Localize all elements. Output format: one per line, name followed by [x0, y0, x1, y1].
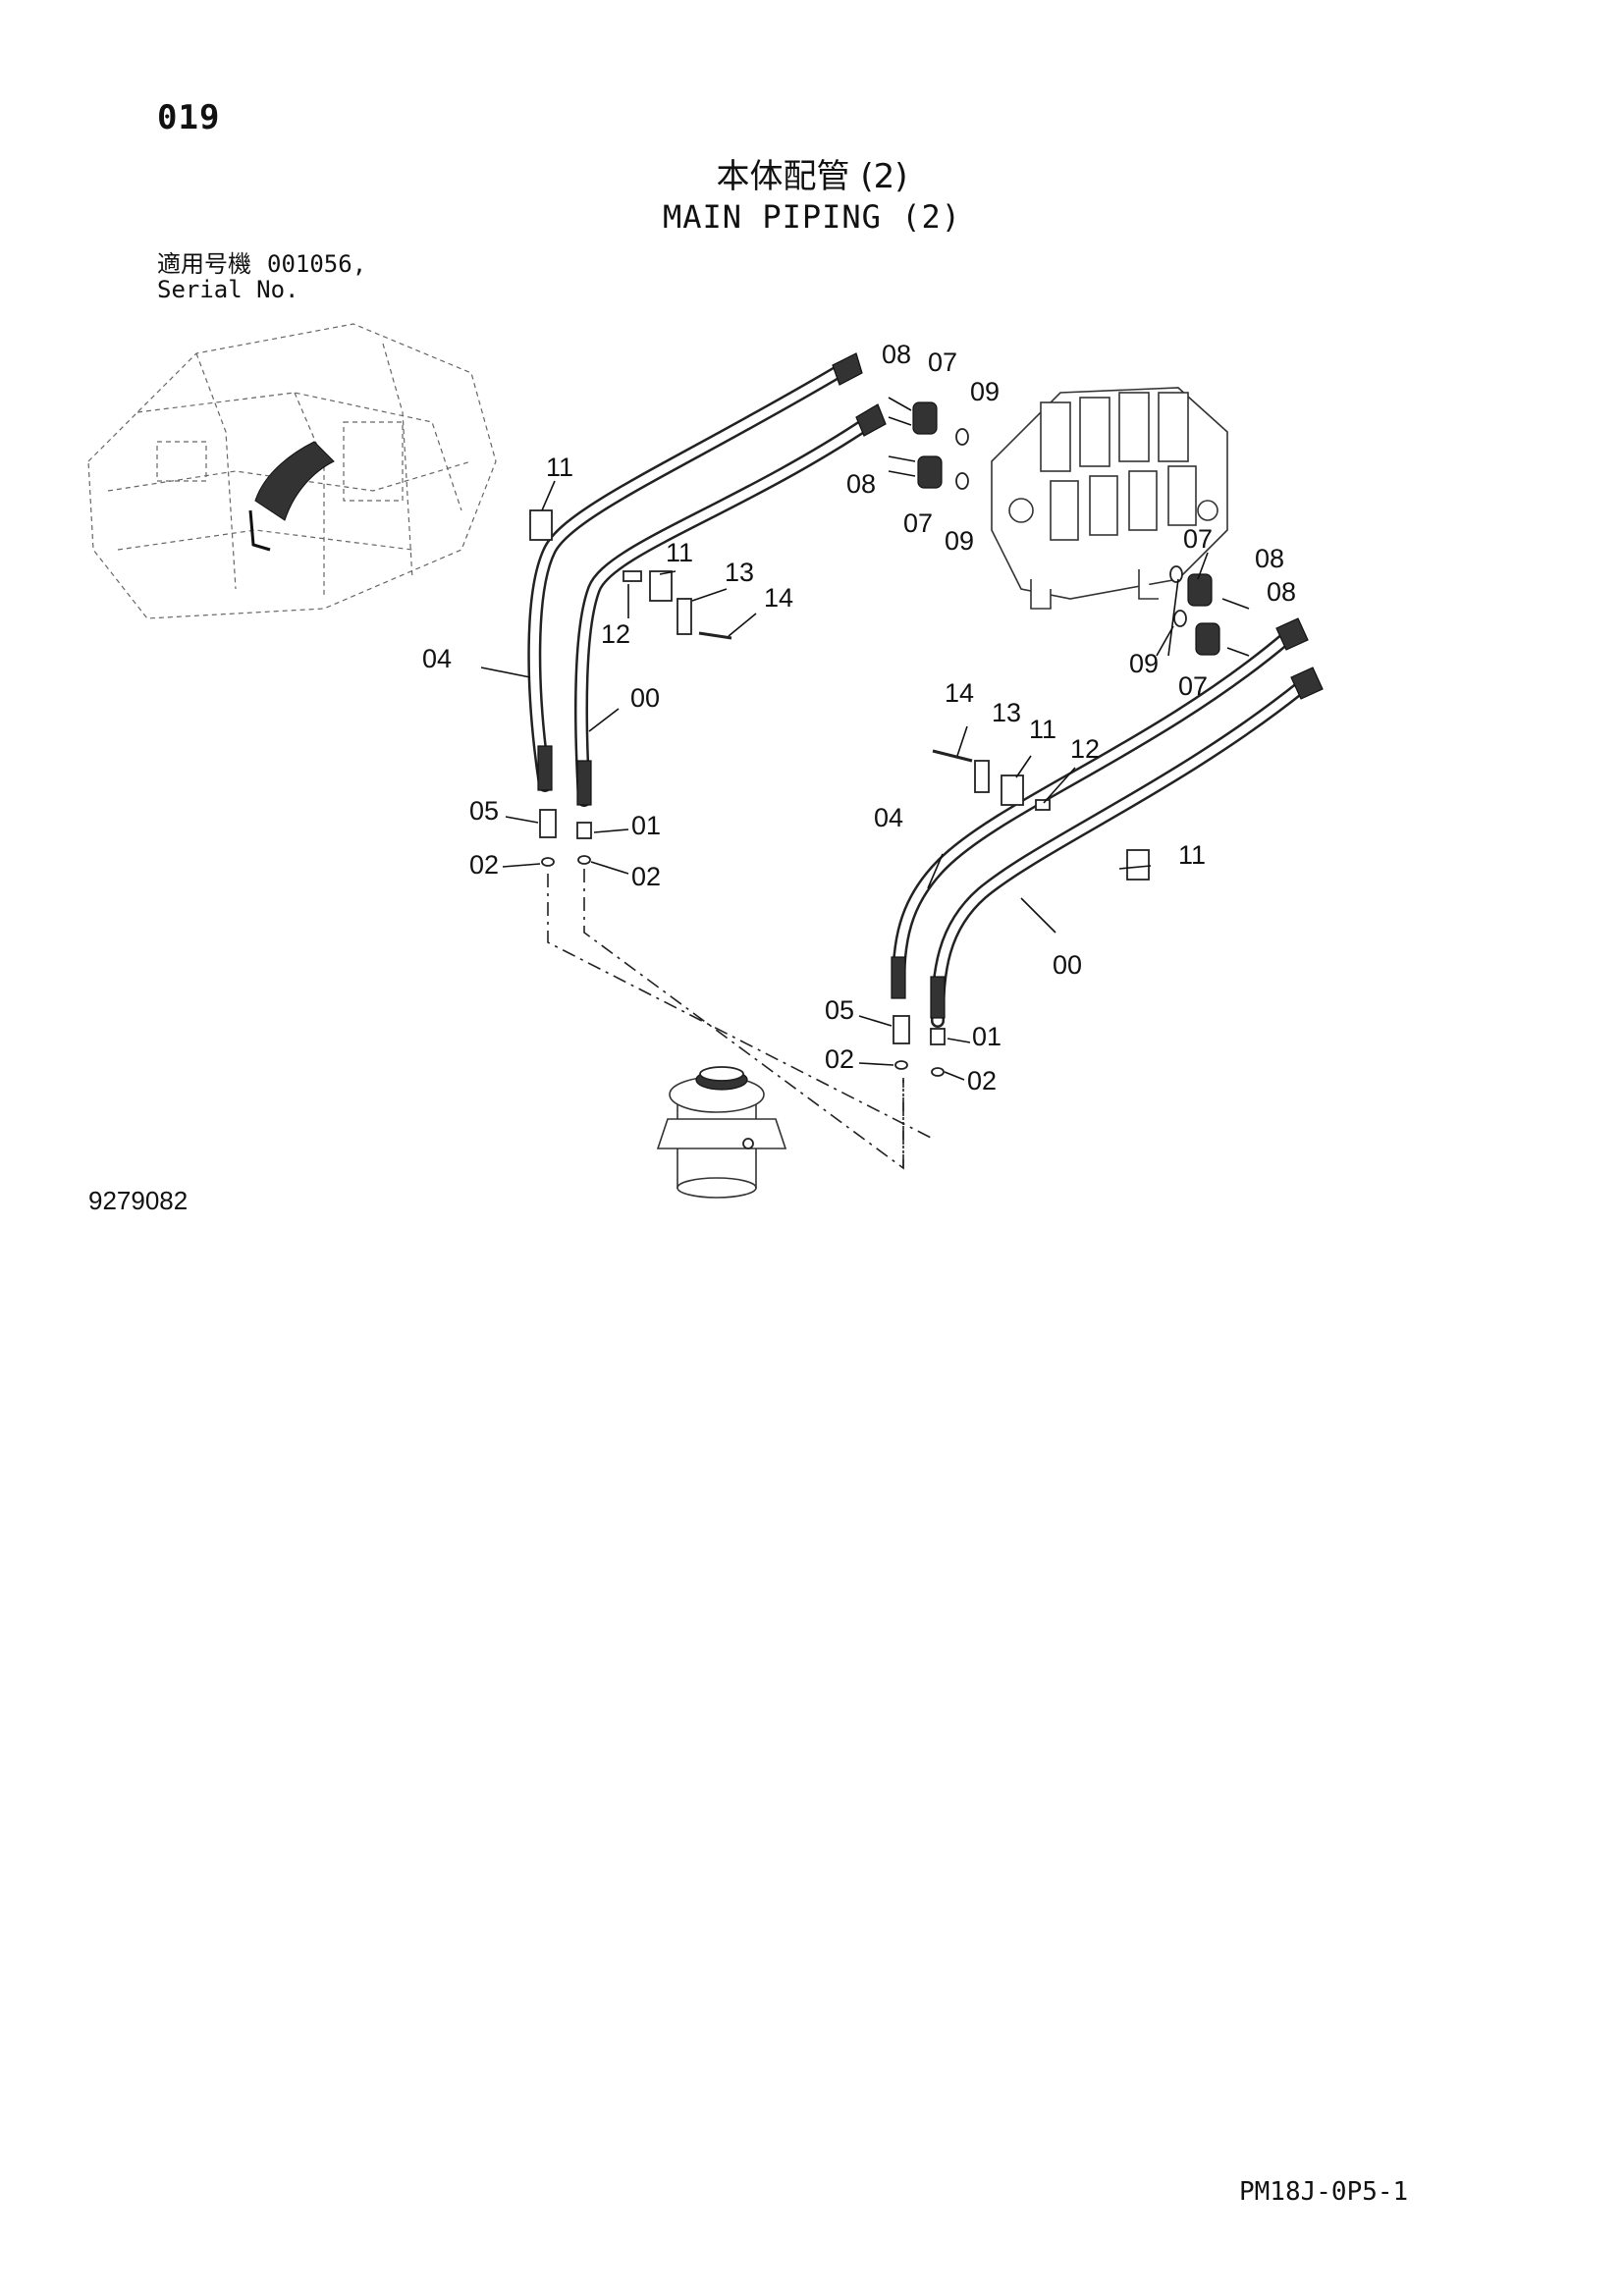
- serial-label-en: Serial No.: [157, 276, 299, 303]
- hose-assembly-upper: [527, 352, 887, 867]
- upper-flange-set: [888, 397, 969, 490]
- callout-09: 09: [970, 377, 1000, 406]
- callout-11: 11: [546, 453, 573, 482]
- upper-clamp-parts: [529, 509, 732, 640]
- callout-02: 02: [469, 850, 499, 880]
- control-valve-illustration: [991, 387, 1228, 610]
- right-flange-set: [1169, 565, 1250, 657]
- machine-location-sketch: [87, 323, 497, 619]
- callout-07: 07: [1183, 524, 1213, 554]
- callout-09: 09: [1129, 649, 1159, 678]
- lower-clamp-parts: [932, 749, 1150, 881]
- title-english: MAIN PIPING (2): [663, 198, 961, 236]
- callout-14: 14: [945, 678, 974, 708]
- callout-01: 01: [972, 1022, 1001, 1051]
- callout-04: 04: [874, 803, 903, 832]
- callout-02: 02: [967, 1066, 997, 1095]
- swivel-joint-illustration: [656, 1066, 787, 1199]
- callout-02: 02: [631, 862, 661, 891]
- callout-12: 12: [1070, 734, 1100, 764]
- callout-07: 07: [1178, 671, 1208, 701]
- serial-block: 適用号機 001056, Serial No.: [157, 251, 382, 302]
- callout-04: 04: [422, 644, 452, 673]
- callout-05: 05: [469, 796, 499, 826]
- callout-08: 08: [1255, 544, 1284, 573]
- callout-13: 13: [725, 558, 754, 587]
- callout-11: 11: [666, 538, 693, 567]
- callout-02: 02: [825, 1044, 854, 1074]
- callout-11: 11: [1178, 840, 1206, 870]
- callout-13: 13: [992, 698, 1021, 727]
- hose-assembly-lower: [891, 617, 1324, 1077]
- callout-01: 01: [631, 811, 661, 840]
- callout-labels: 08 07 09 08 07 09 11 11 13 14 12 04 00 0…: [422, 340, 1296, 1095]
- callout-07: 07: [928, 347, 957, 377]
- drawing-number: 9279082: [88, 1186, 189, 1215]
- page-code: PM18J-0P5-1: [1239, 2177, 1409, 2207]
- serial-value: 001056,: [267, 250, 367, 278]
- callout-05: 05: [825, 995, 854, 1025]
- leader-lines: [480, 480, 1209, 1081]
- callout-09: 09: [945, 526, 974, 556]
- callout-07: 07: [903, 508, 933, 538]
- callout-08: 08: [1267, 577, 1296, 607]
- callout-08: 08: [846, 469, 876, 499]
- callout-11: 11: [1029, 715, 1056, 744]
- page-number: 019: [157, 98, 221, 137]
- connection-lines: [547, 869, 934, 1170]
- callout-14: 14: [764, 583, 793, 613]
- callout-08: 08: [882, 340, 911, 369]
- serial-label-jp: 適用号機: [157, 250, 251, 278]
- title-japanese: 本体配管 (2): [716, 157, 908, 196]
- callout-12: 12: [601, 619, 630, 649]
- callout-00: 00: [1053, 950, 1082, 980]
- callout-00: 00: [630, 683, 660, 713]
